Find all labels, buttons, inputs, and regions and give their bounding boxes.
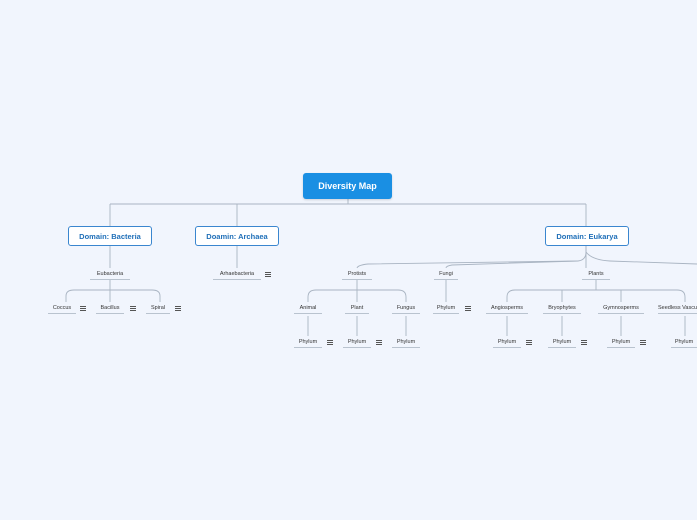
topic-fungus[interactable]: Fungus — [392, 304, 420, 314]
topic-animal[interactable]: Animal — [294, 304, 322, 314]
connector — [445, 260, 579, 269]
phylum-animal[interactable]: Phylum — [294, 338, 322, 348]
phylum-gymnosperms[interactable]: Phylum — [607, 338, 635, 348]
root-label: Diversity Map — [318, 181, 377, 191]
menu-icon[interactable] — [80, 306, 86, 311]
menu-icon[interactable] — [465, 306, 471, 311]
domain-label: Domain: Eukarya — [556, 231, 618, 241]
topic-arhaebacteria[interactable]: Arhaebacteria — [213, 270, 261, 280]
topic-fungi[interactable]: Fungi — [434, 270, 458, 280]
menu-icon[interactable] — [526, 340, 532, 345]
menu-icon[interactable] — [175, 306, 181, 311]
topic-plants[interactable]: Plants — [582, 270, 610, 280]
topic-bacillus[interactable]: Bacillus — [96, 304, 124, 314]
connector — [109, 199, 587, 226]
domain-eukarya[interactable]: Domain: Eukarya — [545, 226, 629, 246]
domain-label: Domain: Bacteria — [79, 231, 141, 241]
menu-icon[interactable] — [640, 340, 646, 345]
topic-bryophytes[interactable]: Bryophytes — [543, 304, 581, 314]
menu-icon[interactable] — [581, 340, 587, 345]
topic-coccus[interactable]: Coccus — [48, 304, 76, 314]
menu-icon[interactable] — [376, 340, 382, 345]
phylum-bryophytes[interactable]: Phylum — [548, 338, 576, 348]
topic-plant[interactable]: Plant — [345, 304, 369, 314]
connector — [307, 316, 686, 336]
topic-angiosperms[interactable]: Angiosperms — [486, 304, 528, 314]
topic-spiral[interactable]: Spiral — [146, 304, 170, 314]
phylum-plant[interactable]: Phylum — [343, 338, 371, 348]
connector — [307, 280, 407, 302]
topic-gymnosperms[interactable]: Gymnosperms — [598, 304, 644, 314]
topic-fungi-phylum[interactable]: Phylum — [433, 304, 459, 314]
menu-icon[interactable] — [130, 306, 136, 311]
phylum-angiosperms[interactable]: Phylum — [493, 338, 521, 348]
phylum-fungus[interactable]: Phylum — [392, 338, 420, 348]
connector — [506, 280, 686, 302]
domain-label: Doamin: Archaea — [206, 231, 268, 241]
domain-archaea[interactable]: Doamin: Archaea — [195, 226, 279, 246]
menu-icon[interactable] — [327, 340, 333, 345]
menu-icon[interactable] — [265, 272, 271, 277]
topic-eubacteria[interactable]: Eubacteria — [90, 270, 130, 280]
connector — [65, 280, 161, 302]
topic-protists[interactable]: Protists — [342, 270, 372, 280]
phylum-seedless-vascular[interactable]: Phylum — [671, 338, 697, 348]
domain-bacteria[interactable]: Domain: Bacteria — [68, 226, 152, 246]
root-node-diversity-map[interactable]: Diversity Map — [303, 173, 392, 199]
connector — [585, 251, 697, 265]
topic-seedless-vascular[interactable]: Seedless Vascular — [658, 304, 697, 314]
